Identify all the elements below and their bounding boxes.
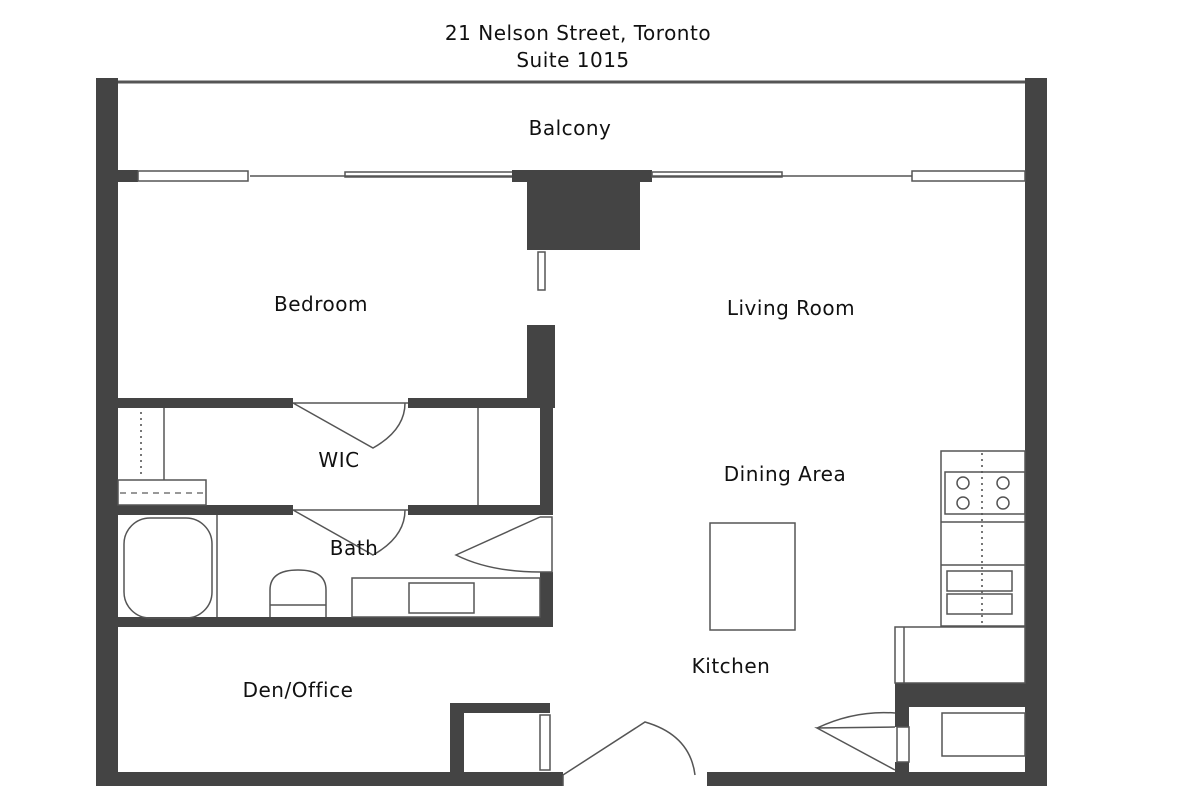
utility-door (814, 711, 910, 771)
wic-door (292, 402, 408, 449)
exterior-walls (96, 78, 1047, 786)
closet-door (539, 714, 551, 771)
balcony-sliding-doors (118, 170, 1026, 250)
bedroom-door (537, 251, 546, 291)
plan-address: 21 Nelson Street, Toronto (445, 21, 711, 45)
bath-side-door (454, 516, 553, 573)
sink-icon (408, 582, 475, 614)
interior-walls (118, 325, 1040, 774)
kitchen-sink-icon (946, 570, 1013, 592)
room-label-dining-area: Dining Area (724, 462, 846, 486)
stove-icon (944, 471, 1026, 515)
room-label-balcony: Balcony (529, 116, 612, 140)
room-label-den-office: Den/Office (243, 678, 354, 702)
plan-suite: Suite 1015 (516, 48, 629, 72)
room-label-bedroom: Bedroom (274, 292, 368, 316)
kitchen-counter (894, 450, 1026, 684)
toilet-icon (269, 569, 327, 617)
vanity (351, 577, 541, 618)
room-label-bath: Bath (330, 536, 379, 560)
room-label-wic: WIC (318, 448, 359, 472)
wic-shelves (117, 408, 479, 506)
room-label-living-room: Living Room (727, 296, 855, 320)
bathtub (123, 517, 213, 619)
bath-door (292, 509, 408, 556)
entry-door (562, 721, 696, 786)
room-label-kitchen: Kitchen (692, 654, 771, 678)
appliance (941, 712, 1026, 757)
dining-table (709, 522, 796, 631)
